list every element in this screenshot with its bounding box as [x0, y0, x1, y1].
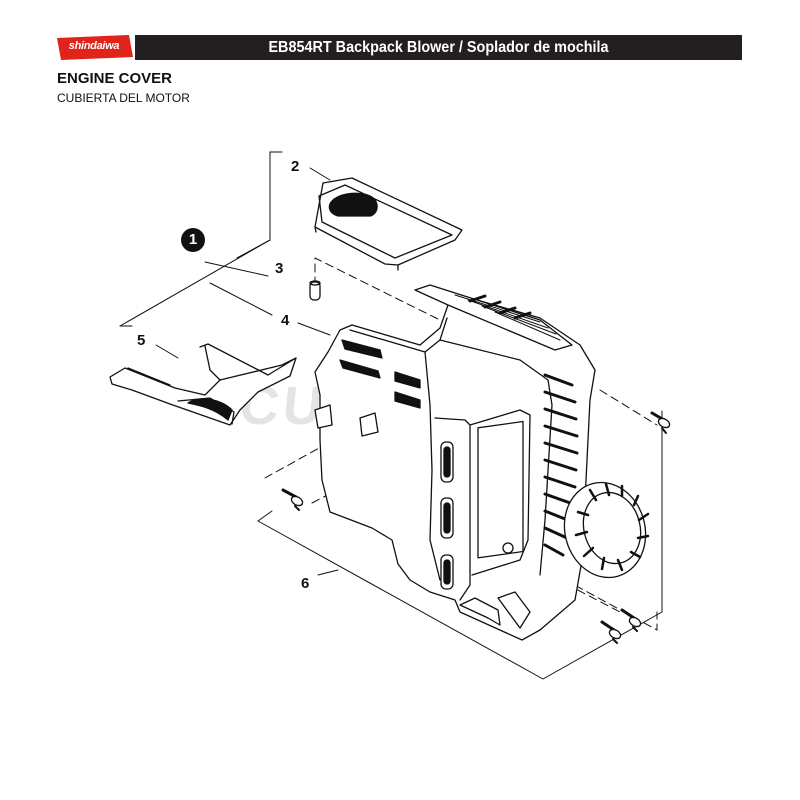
callout-kit-1: 1 [181, 228, 205, 252]
screw-bottom-2 [600, 620, 622, 644]
screw-top-right [650, 411, 671, 434]
part-6-engine-cover [314, 284, 650, 641]
callout-4: 4 [281, 312, 290, 329]
screw-left [281, 488, 304, 511]
title-band: EB854RT Backpack Blower / Soplador de mo… [135, 35, 742, 60]
part-3-pin [309, 280, 321, 301]
part-2-filter-cover [314, 177, 463, 271]
shindaiwa-logo: shindaiwa [57, 35, 133, 60]
section-subtitle: CUBIERTA DEL MOTOR [57, 91, 190, 105]
screw-bottom-1 [620, 608, 642, 632]
callout-2: 2 [291, 158, 300, 175]
header-bar: shindaiwa EB854RT Backpack Blower / Sopl… [57, 35, 742, 60]
callout-3: 3 [275, 260, 284, 277]
section-title: ENGINE COVER [57, 70, 173, 87]
part-5-deflector [109, 343, 297, 426]
callout-6: 6 [301, 575, 310, 592]
cooling-fins [543, 373, 579, 557]
leader-lines [119, 151, 663, 680]
brand-name: shindaiwa [68, 40, 120, 52]
page-title: EB854RT Backpack Blower / Soplador de mo… [268, 39, 609, 56]
screws [281, 411, 671, 644]
callout-5: 5 [137, 332, 146, 349]
